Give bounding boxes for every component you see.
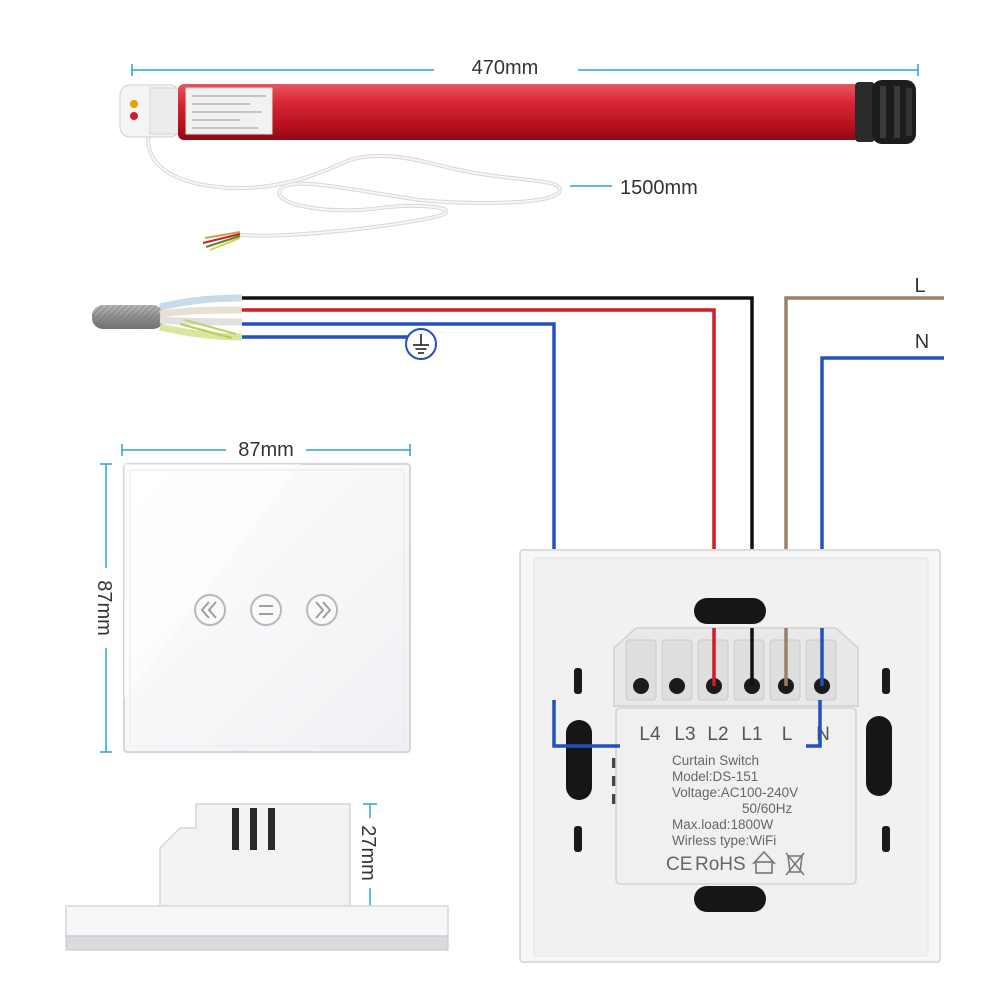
motor-length-label: 470mm xyxy=(472,57,539,79)
open-icon xyxy=(200,601,217,619)
terminal-label-l1: L1 xyxy=(741,724,762,745)
terminal-label-l3: L3 xyxy=(674,724,695,745)
motor-drive-end xyxy=(855,80,916,144)
close-icon xyxy=(315,601,332,619)
terminal-label-l4: L4 xyxy=(639,724,661,745)
certification-marks: CE RoHS xyxy=(666,850,805,876)
motor-cable xyxy=(146,127,563,238)
indoor-use-icon xyxy=(752,850,776,874)
terminal-screw xyxy=(669,678,685,694)
panel-height-label: 87mm xyxy=(93,580,115,636)
stop-icon xyxy=(259,605,273,615)
panel-height-dimension: 87mm xyxy=(93,463,115,753)
stop-button[interactable] xyxy=(250,594,282,626)
wire-terminal-ends xyxy=(552,628,824,748)
terminal-label-l2: L2 xyxy=(707,724,728,745)
cable-length-label: 1500mm xyxy=(620,177,698,199)
spec-line: Model:DS-151 xyxy=(672,769,758,784)
open-button[interactable] xyxy=(194,594,226,626)
ce-mark-icon: CE xyxy=(666,854,692,875)
panel-width-dimension: 87mm xyxy=(121,439,411,461)
motor-head xyxy=(119,84,181,138)
terminal-label-n: N xyxy=(816,724,830,745)
terminal-labels: L4 L3 L2 L1 L N xyxy=(639,724,829,745)
switch-side-view: 27mm xyxy=(65,803,449,951)
switch-depth-dimension: 27mm xyxy=(357,803,379,911)
spec-label: Curtain Switch Model:DS-151 Voltage:AC10… xyxy=(672,753,798,848)
tubular-motor: 470mm 1500mm xyxy=(119,57,919,251)
earth-icon xyxy=(405,328,437,360)
close-button[interactable] xyxy=(306,594,338,626)
motor-wire-ends xyxy=(202,231,241,251)
spec-line: Max.load:1800W xyxy=(672,817,774,832)
multi-core-cable xyxy=(92,294,243,341)
limit-screw-icon xyxy=(130,112,138,120)
limit-screw-icon xyxy=(130,100,138,108)
weee-bin-icon xyxy=(785,852,805,876)
switch-front-view: 87mm 87mm xyxy=(93,439,411,753)
live-label: L xyxy=(914,275,925,297)
motor-label-sticker xyxy=(185,87,273,135)
rohs-mark-icon: RoHS xyxy=(695,854,746,875)
spec-line: Wirless type:WiFi xyxy=(672,833,776,848)
switch-depth-label: 27mm xyxy=(357,825,379,881)
spec-line: Voltage:AC100-240V xyxy=(672,785,798,800)
terminal-label-l: L xyxy=(782,724,793,745)
neutral-label: N xyxy=(915,331,929,353)
mounting-slots xyxy=(566,598,892,912)
cable-length-dimension: 1500mm xyxy=(570,177,698,199)
terminal-screw xyxy=(633,678,649,694)
switch-module xyxy=(615,707,857,885)
switch-back-view: L4 L3 L2 L1 L N Curtain Switch Model:DS-… xyxy=(519,549,941,963)
motor-tube xyxy=(178,84,860,140)
panel-width-label: 87mm xyxy=(238,439,294,461)
spec-line: 50/60Hz xyxy=(742,801,793,816)
motor-length-dimension: 470mm xyxy=(131,57,919,79)
spec-line: Curtain Switch xyxy=(672,753,759,768)
